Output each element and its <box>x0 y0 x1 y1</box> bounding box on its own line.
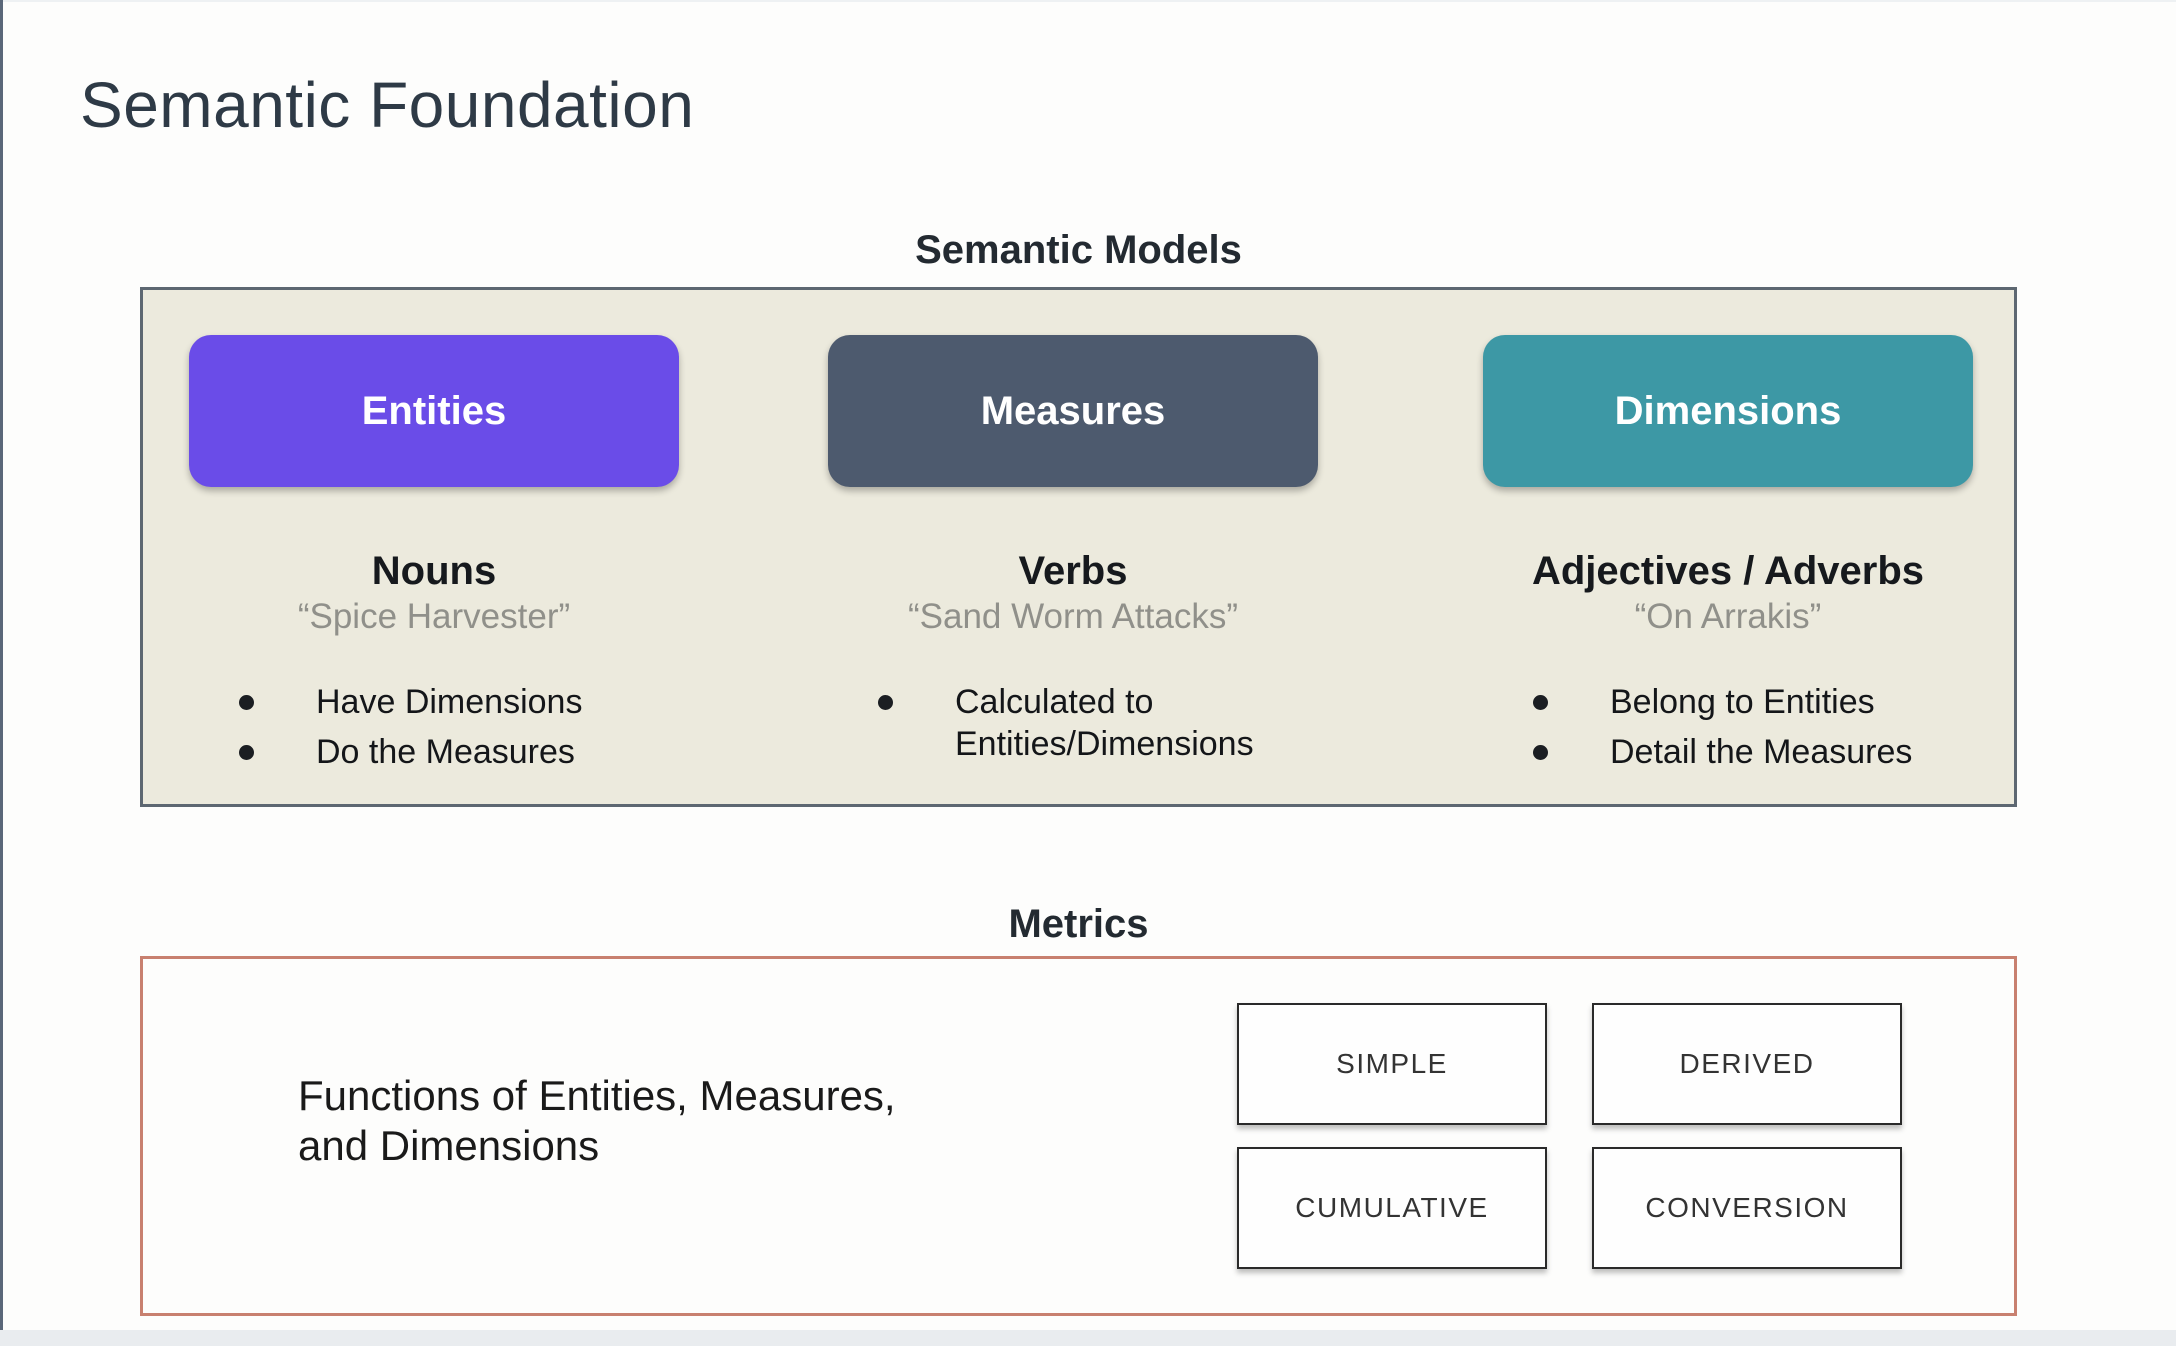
window-top-edge <box>0 0 2176 2</box>
list-item: Detail the Measures <box>1483 731 1973 773</box>
bullet-dot <box>239 745 254 760</box>
metric-type-conversion: CONVERSION <box>1592 1147 1902 1269</box>
bullet-text: Have Dimensions <box>316 683 583 721</box>
bullet-dot <box>1533 695 1548 710</box>
bullet-text: Belong to Entities <box>1610 683 1875 721</box>
dimensions-pill: Dimensions <box>1483 335 1973 487</box>
dimensions-example: “On Arrakis” <box>1634 597 1822 636</box>
metrics-box: Functions of Entities, Measures, and Dim… <box>140 956 2017 1316</box>
list-item: Belong to Entities <box>1483 681 1973 723</box>
bullet-dot <box>1533 745 1548 760</box>
bullet-text: Calculated to Entities/Dimensions <box>955 683 1254 763</box>
metrics-description: Functions of Entities, Measures, and Dim… <box>298 1071 896 1171</box>
metric-types-grid: SIMPLE DERIVED CUMULATIVE CONVERSION <box>1237 1003 1902 1269</box>
metric-type-cumulative: CUMULATIVE <box>1237 1147 1547 1269</box>
window-left-edge <box>0 0 3 1346</box>
measures-column: Measures Verbs “Sand Worm Attacks” Calcu… <box>828 335 1318 773</box>
entities-bullets: Have Dimensions Do the Measures <box>189 681 679 773</box>
bullet-text: Detail the Measures <box>1610 733 1913 771</box>
semantic-models-heading: Semantic Models <box>915 228 1242 272</box>
bullet-dot <box>239 695 254 710</box>
semantic-models-box: Entities Nouns “Spice Harvester” Have Di… <box>140 287 2017 807</box>
measures-part-of-speech: Verbs <box>1018 549 1128 593</box>
entities-example: “Spice Harvester” <box>297 597 571 636</box>
measures-bullets: Calculated to Entities/Dimensions <box>828 681 1318 765</box>
window-bottom-edge <box>0 1330 2176 1346</box>
dimensions-column: Dimensions Adjectives / Adverbs “On Arra… <box>1483 335 1973 781</box>
metric-type-derived: DERIVED <box>1592 1003 1902 1125</box>
metric-type-simple: SIMPLE <box>1237 1003 1547 1125</box>
entities-column: Entities Nouns “Spice Harvester” Have Di… <box>189 335 679 781</box>
dimensions-part-of-speech: Adjectives / Adverbs <box>1531 549 1924 593</box>
bullet-dot <box>878 695 893 710</box>
measures-pill: Measures <box>828 335 1318 487</box>
metrics-description-line2: and Dimensions <box>298 1122 600 1169</box>
bullet-text: Do the Measures <box>316 733 575 771</box>
entities-part-of-speech: Nouns <box>371 549 497 593</box>
metrics-heading: Metrics <box>1008 902 1149 946</box>
metrics-description-line1: Functions of Entities, Measures, <box>298 1072 896 1119</box>
measures-example: “Sand Worm Attacks” <box>907 597 1238 636</box>
page-title: Semantic Foundation <box>80 69 695 141</box>
list-item: Calculated to Entities/Dimensions <box>828 681 1318 765</box>
dimensions-bullets: Belong to Entities Detail the Measures <box>1483 681 1973 773</box>
list-item: Have Dimensions <box>189 681 679 723</box>
entities-pill: Entities <box>189 335 679 487</box>
list-item: Do the Measures <box>189 731 679 773</box>
